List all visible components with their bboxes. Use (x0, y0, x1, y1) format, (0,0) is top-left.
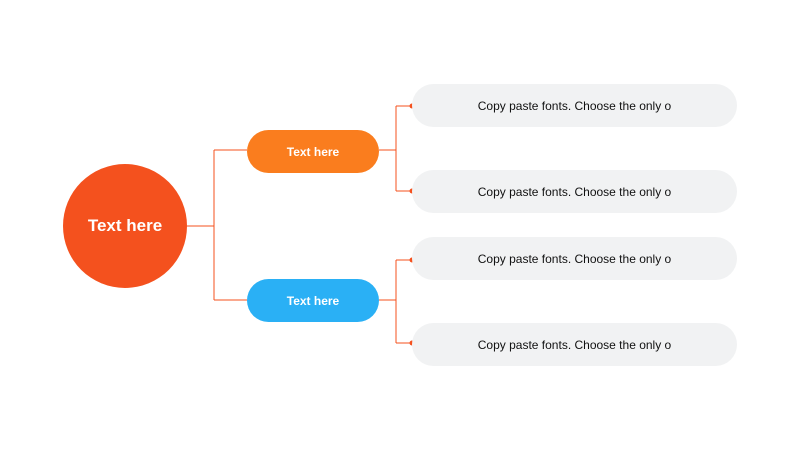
leaf-node-4: Copy paste fonts. Choose the only o (412, 323, 737, 366)
root-node-label: Text here (87, 216, 163, 235)
branch-node-top: Text here (247, 130, 379, 173)
leaf-node-2: Copy paste fonts. Choose the only o (412, 170, 737, 213)
leaf-node-1-text: Copy paste fonts. Choose the only o (477, 98, 672, 113)
leaf-node-3: Copy paste fonts. Choose the only o (412, 237, 737, 280)
leaf-node-2-text: Copy paste fonts. Choose the only o (477, 184, 672, 199)
leaf-node-3-text: Copy paste fonts. Choose the only o (477, 251, 672, 266)
leaf-node-4-text: Copy paste fonts. Choose the only o (477, 337, 672, 352)
branch-node-top-label: Text here (286, 144, 340, 159)
branch-node-bottom-label: Text here (286, 293, 340, 308)
root-node: Text here (63, 164, 187, 288)
leaf-node-1: Copy paste fonts. Choose the only o (412, 84, 737, 127)
branch-node-bottom: Text here (247, 279, 379, 322)
